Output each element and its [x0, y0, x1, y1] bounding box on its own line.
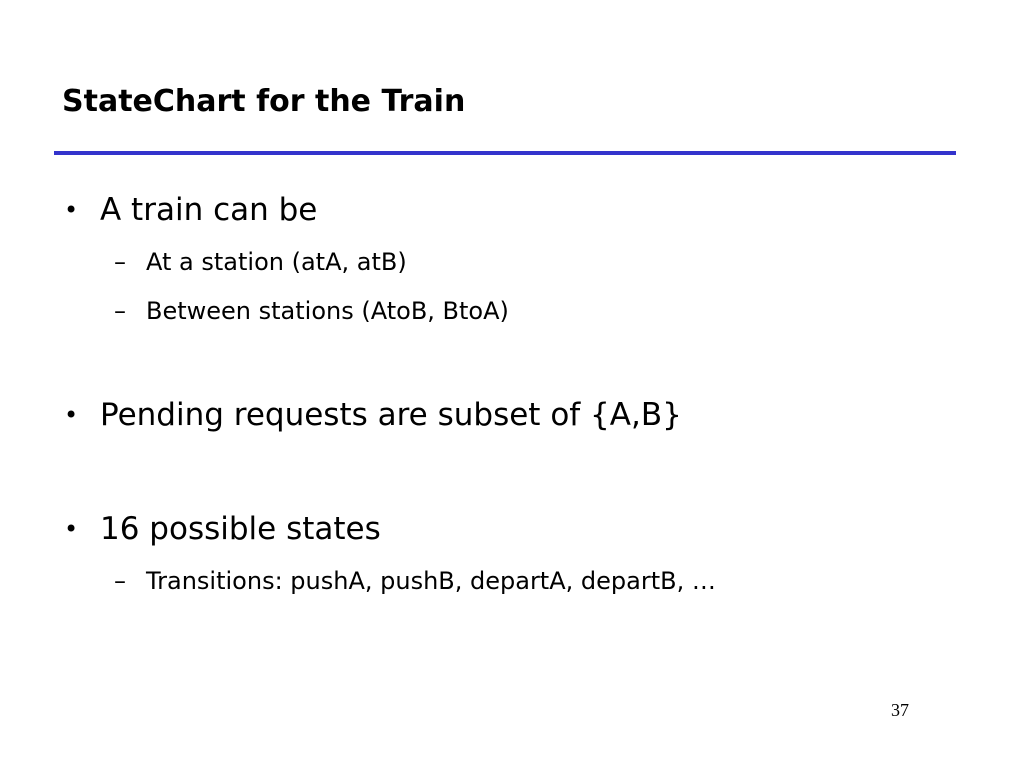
sub-bullet-text: At a station (atA, atB)	[146, 248, 407, 276]
title-divider	[54, 151, 956, 155]
bullet-marker: •	[64, 196, 79, 224]
bullet-text: Pending requests are subset of {A,B}	[100, 397, 682, 433]
sub-bullet-marker: –	[114, 297, 126, 325]
slide-title: StateChart for the Train	[62, 84, 466, 119]
page-number: 37	[891, 700, 909, 720]
sub-bullet-text: Transitions: pushA, pushB, departA, depa…	[146, 567, 716, 595]
bullet-marker: •	[64, 401, 79, 429]
bullet-marker: •	[64, 515, 79, 543]
bullet-text: A train can be	[100, 192, 318, 228]
sub-bullet-marker: –	[114, 567, 126, 595]
sub-bullet-text: Between stations (AtoB, BtoA)	[146, 297, 509, 325]
bullet-text: 16 possible states	[100, 511, 381, 547]
sub-bullet-marker: –	[114, 248, 126, 276]
